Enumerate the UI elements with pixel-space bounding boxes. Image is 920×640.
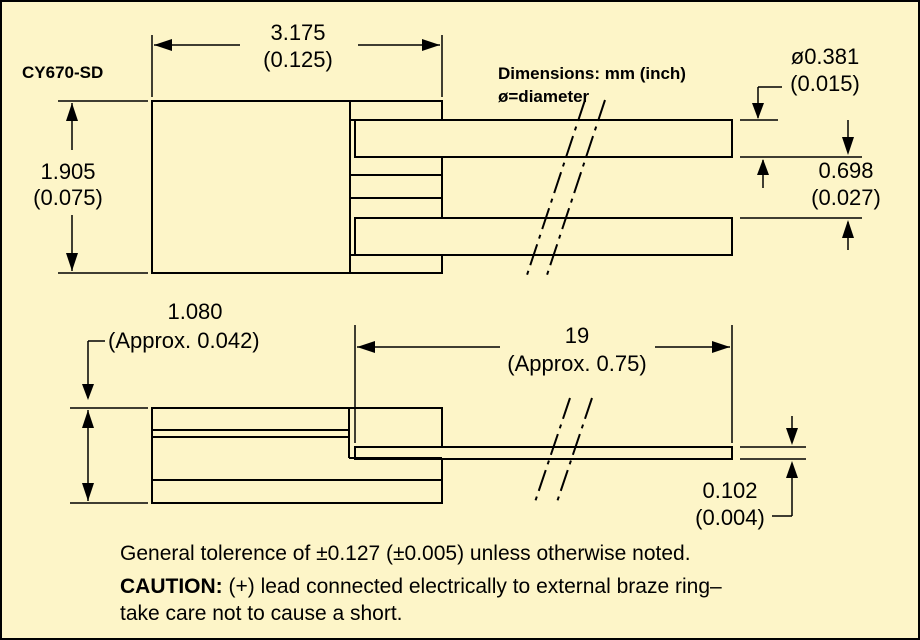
lead-pitch-in: (0.027) xyxy=(811,185,881,210)
tolerance-note: General tolerence of ±0.127 (±0.005) unl… xyxy=(120,542,691,565)
lead-diameter-in: (0.015) xyxy=(790,71,860,96)
caution-note: CAUTION: (+) lead connected electrically… xyxy=(120,575,722,598)
lid-upper xyxy=(151,407,350,431)
height-mm: 1.905 xyxy=(40,159,95,184)
lead-lower xyxy=(354,217,733,256)
lead-length-in: (Approx. 0.75) xyxy=(507,351,646,376)
arrow-icon xyxy=(422,39,440,51)
caution-label: CAUTION: xyxy=(120,575,223,598)
side-view xyxy=(70,325,806,517)
thickness-in: (Approx. 0.042) xyxy=(108,328,260,353)
arrow-icon xyxy=(712,341,730,353)
break-line-c xyxy=(534,397,571,503)
caution-text: (+) lead connected electrically to exter… xyxy=(223,575,722,598)
arrow-icon xyxy=(66,103,78,121)
width-mm: 3.175 xyxy=(270,20,325,45)
lead-thickness-mm: 0.102 xyxy=(702,478,757,503)
caution-note-line2: take care not to cause a short. xyxy=(120,602,403,625)
lead-thickness-in: (0.004) xyxy=(695,505,765,530)
lead-pitch-mm: 0.698 xyxy=(818,158,873,183)
units-label: Dimensions: mm (inch) xyxy=(498,64,686,83)
lead-diameter-mm: ø0.381 xyxy=(791,44,860,69)
lead-length-mm: 19 xyxy=(565,323,589,348)
arrow-icon xyxy=(757,159,769,175)
top-view xyxy=(58,35,862,276)
diameter-legend: ø=diameter xyxy=(498,87,590,106)
arrow-icon xyxy=(786,428,798,445)
break-line-a xyxy=(526,99,586,276)
arrow-icon xyxy=(154,39,172,51)
arrow-icon xyxy=(842,220,854,238)
lead-upper xyxy=(354,119,733,158)
width-in: (0.125) xyxy=(263,47,333,72)
break-line-b xyxy=(546,99,606,276)
part-label: CY670-SD xyxy=(22,63,103,82)
arrow-icon xyxy=(82,410,94,428)
thickness-mm: 1.080 xyxy=(167,299,222,324)
arrow-icon xyxy=(82,483,94,501)
height-in: (0.075) xyxy=(33,185,103,210)
arrow-icon xyxy=(82,384,94,400)
break-line-d xyxy=(556,397,593,503)
arrow-icon xyxy=(786,461,798,478)
lead-side xyxy=(354,446,733,460)
arrow-icon xyxy=(752,103,764,119)
arrow-icon xyxy=(357,341,375,353)
arrow-icon xyxy=(66,253,78,271)
arrow-icon xyxy=(842,137,854,155)
